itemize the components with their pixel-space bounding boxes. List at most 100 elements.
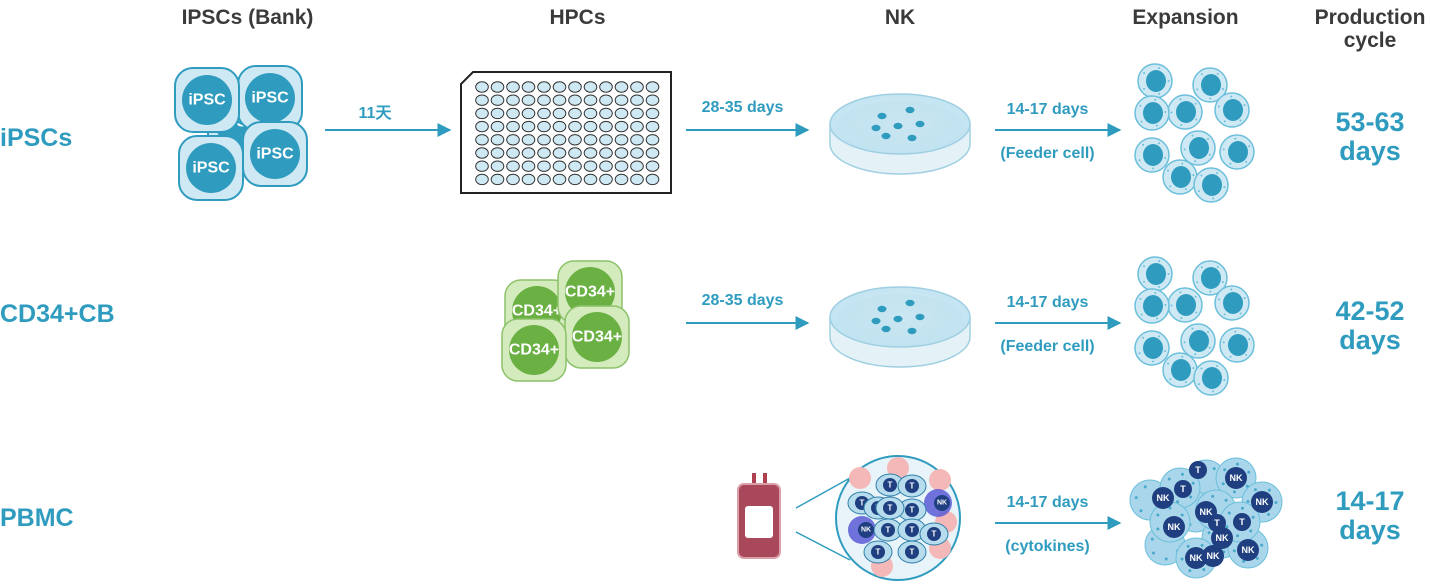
granule	[1208, 346, 1211, 349]
well	[568, 120, 582, 133]
well	[475, 81, 489, 93]
hpc-well-plate	[460, 71, 672, 194]
granule	[1142, 336, 1145, 339]
granule	[1222, 148, 1225, 151]
granule	[1253, 488, 1257, 492]
cycle-cd34cb-value: 42-52	[1335, 296, 1405, 326]
well	[490, 160, 505, 172]
blood-bag-tube	[752, 473, 756, 487]
well	[583, 147, 598, 159]
granule	[1192, 174, 1195, 177]
granule	[1223, 120, 1226, 123]
granule	[1216, 72, 1219, 75]
granule	[1169, 378, 1172, 381]
cycle-cd34cb-unit: days	[1339, 325, 1401, 355]
well	[630, 173, 644, 186]
granule	[1164, 111, 1167, 114]
well	[568, 147, 582, 159]
expanded-t-label: T	[1214, 518, 1220, 528]
well	[521, 120, 536, 133]
granule	[1181, 355, 1184, 358]
well	[475, 173, 489, 186]
granule	[1221, 87, 1224, 90]
granule	[1186, 544, 1190, 548]
granule	[1196, 281, 1199, 284]
well-plate-wells	[475, 81, 660, 186]
granule	[1207, 531, 1211, 535]
granule	[1245, 353, 1248, 356]
red-blood-cell	[887, 457, 909, 479]
well	[521, 173, 536, 186]
header-expansion: Expansion	[1132, 6, 1239, 29]
granule	[1209, 290, 1212, 293]
cycle-ipscs: 53-63 days	[1305, 108, 1435, 166]
granule	[1164, 304, 1167, 307]
granule	[1167, 477, 1171, 481]
granule	[1140, 313, 1143, 316]
well	[599, 81, 613, 93]
expanded-nk-nucleus	[1146, 263, 1166, 285]
nk-cell-dot	[871, 317, 881, 325]
well	[490, 173, 505, 186]
well	[568, 81, 582, 93]
well	[506, 173, 520, 186]
t-cell-nucleus	[905, 523, 919, 537]
arrow-ipsc-to-hpc-label: 11天	[358, 105, 392, 122]
well	[490, 134, 505, 146]
header-hpcs: HPCs	[549, 6, 606, 29]
granule	[1140, 120, 1143, 123]
granule	[1217, 105, 1220, 108]
header-ipscs-bank: IPSCs (Bank)	[181, 6, 314, 29]
granule	[1209, 97, 1212, 100]
well	[521, 160, 536, 172]
header-production-cycle-line1: Production	[1314, 6, 1426, 29]
granule	[1249, 529, 1253, 533]
expanded-nk-nucleus	[1202, 174, 1222, 196]
expanded-nk-nucleus	[1237, 539, 1259, 561]
granule	[1180, 123, 1183, 126]
granule	[1180, 513, 1184, 517]
nk-cell-dot	[881, 132, 891, 140]
expanded-nk-nucleus	[1185, 547, 1207, 569]
granule	[1167, 362, 1170, 365]
granule	[1221, 280, 1224, 283]
well	[552, 120, 567, 133]
well	[506, 107, 520, 120]
expanded-nk-nucleus	[1201, 267, 1221, 289]
nk-cell-dot	[907, 134, 917, 142]
header-production-cycle-line2: cycle	[1343, 29, 1397, 52]
granule	[1195, 118, 1198, 121]
granule	[1143, 280, 1146, 283]
t-cell-nucleus	[927, 527, 941, 541]
granule	[1223, 379, 1226, 382]
granule	[1200, 543, 1204, 547]
granule	[1170, 304, 1173, 307]
expanded-nk-label: NK	[1230, 473, 1243, 483]
well	[506, 134, 520, 146]
t-cell-label: T	[876, 548, 881, 557]
well	[630, 147, 644, 159]
well	[645, 94, 660, 106]
well	[475, 160, 489, 172]
granule	[1194, 102, 1197, 105]
t-cell-label: T	[932, 530, 937, 539]
well	[599, 107, 613, 120]
granule	[1207, 137, 1210, 140]
well	[552, 94, 567, 106]
granule	[1212, 467, 1216, 471]
ipsc-cell-label: iPSC	[192, 160, 230, 177]
granule	[1183, 341, 1186, 344]
granule	[1179, 291, 1182, 294]
granule	[1170, 111, 1173, 114]
well	[614, 107, 629, 120]
t-cell-label: T	[888, 504, 893, 513]
cycle-cd34cb: 42-52 days	[1305, 297, 1435, 355]
expanded-nk-label: NK	[1256, 497, 1269, 507]
well	[475, 107, 489, 120]
expanded-nk-nucleus	[1202, 545, 1224, 567]
expanded-nk-nucleus	[1163, 516, 1185, 538]
arrow-hpc-to-nk-label-row1: 28-35 days	[701, 99, 784, 116]
granule	[1239, 312, 1242, 315]
granule	[1216, 364, 1219, 367]
expanded-nk-nucleus	[1176, 294, 1196, 316]
